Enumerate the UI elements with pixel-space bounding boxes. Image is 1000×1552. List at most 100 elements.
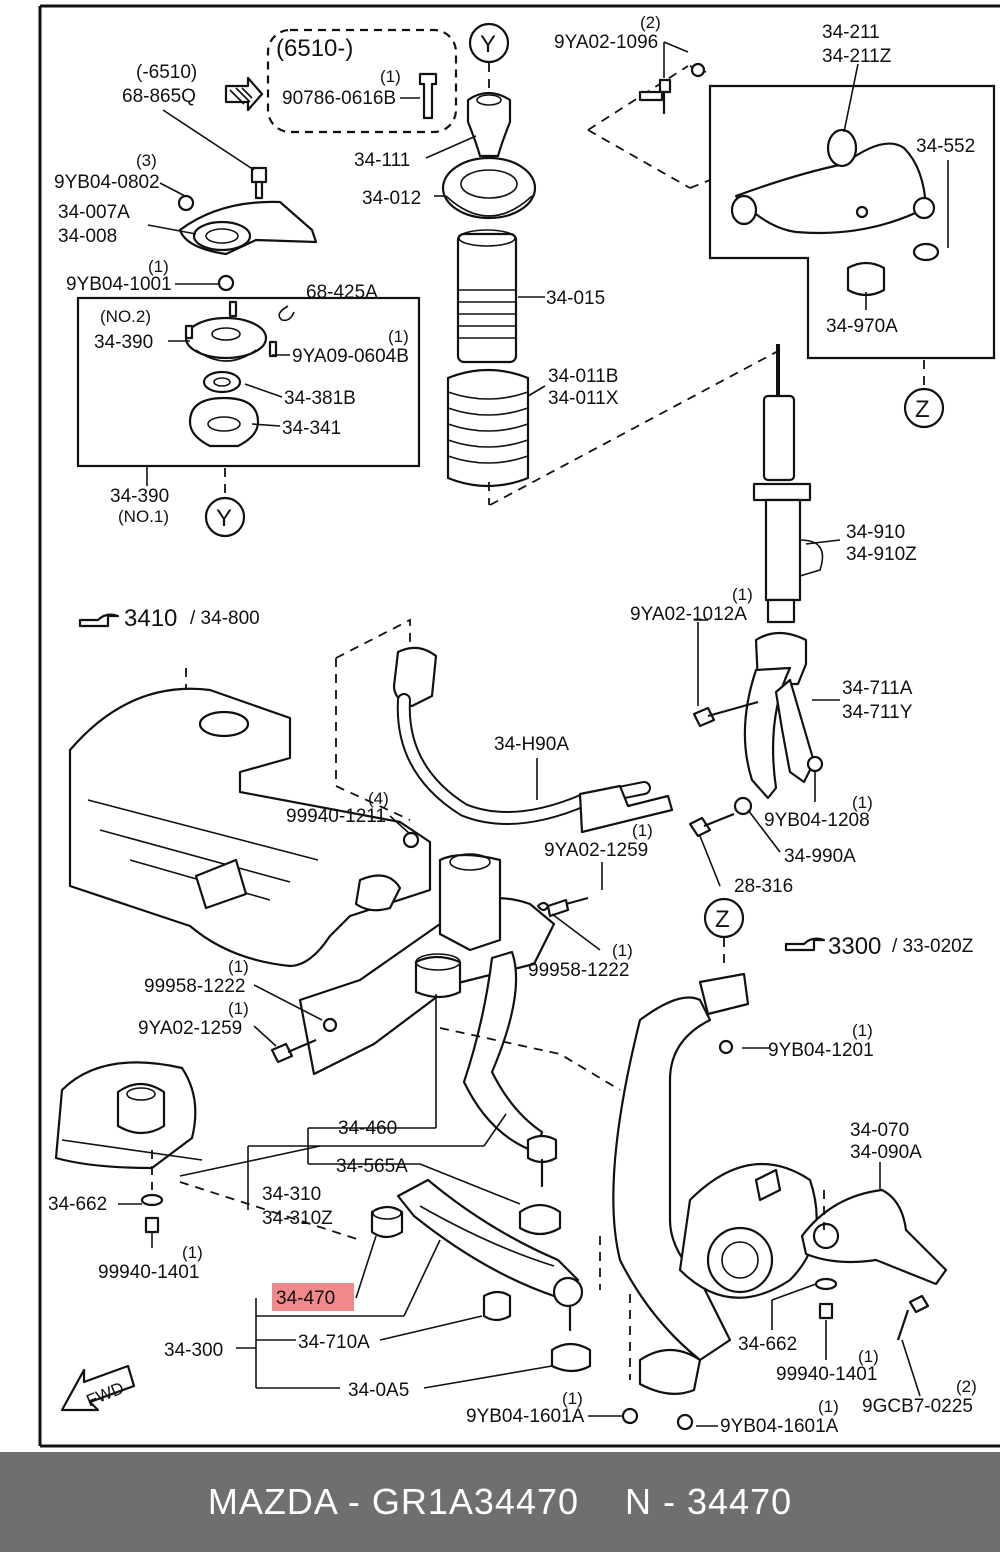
qty-99958-1222-b: (1) [612, 941, 633, 960]
fwd-arrow-icon [60, 1364, 136, 1412]
highlight-34470 [272, 1283, 354, 1311]
qty-9ya02-1096: (2) [640, 13, 661, 32]
label-68-425a: 68-425A [306, 282, 378, 303]
group-box-34390 [76, 296, 421, 468]
footer-short-number: N - 34470 [625, 1481, 793, 1522]
boot-34015 [456, 232, 518, 364]
label-34-970a: 34-970A [826, 316, 898, 337]
label-99940-1401-b: 99940-1401 [776, 1364, 877, 1385]
qty-99958-1222-a: (1) [228, 957, 249, 976]
label-9yb04-1201: 9YB04-1201 [768, 1040, 874, 1061]
label-9ya02-1096: 9YA02-1096 [554, 32, 658, 53]
boot-565a [518, 1203, 562, 1236]
nut-1601a [621, 1407, 639, 1425]
label-9ya02-1012a: 9YA02-1012A [630, 604, 747, 625]
boot-34552 [912, 242, 940, 262]
label-34-011x: 34-011X [548, 388, 619, 409]
label-34-990a: 34-990A [784, 846, 856, 867]
strut-mount-group [76, 28, 458, 538]
qty-9yb04-0802: (3) [136, 151, 157, 170]
qty-99940-1211: (4) [368, 789, 389, 808]
washer-662b [814, 1277, 838, 1291]
part-labels: (-6510) 68-865Q (6510-) (1) 90786-0616B … [48, 13, 977, 1437]
stab-bracket [578, 784, 674, 834]
bushing-34470 [370, 1205, 404, 1239]
qty-99940-1401-b: (1) [858, 1347, 879, 1366]
label-28-316: 28-316 [734, 876, 793, 897]
group-box-34211 [708, 84, 996, 360]
bolt-1096b [638, 90, 664, 102]
ref-circle-y-top [468, 22, 510, 64]
label-99958-1222-a: 99958-1222 [144, 976, 245, 997]
nut-1208 [806, 755, 824, 773]
ref-circle-z-top [903, 387, 945, 429]
dashed-callout-6510 [266, 28, 458, 134]
knuckle-group [599, 897, 948, 1431]
qty-99940-1401-a: (1) [182, 1243, 203, 1262]
footer-bar: MAZDA - GR1A34470 N - 34470 [0, 1452, 1000, 1552]
label-34-008: 34-008 [58, 226, 117, 247]
ref-circle-z-bottom [703, 897, 745, 939]
label-34-211: 34-211 [822, 22, 880, 43]
shock-34910 [762, 394, 796, 482]
nut-1401a [144, 1216, 160, 1234]
label-34-710a: 34-710A [298, 1332, 370, 1353]
ref-circle-y-bottom [204, 496, 246, 538]
qty-9ya02-1012a: (1) [732, 585, 753, 604]
label-no1: (NO.1) [118, 507, 169, 526]
label-9ya09-0604b: 9YA09-0604B [292, 346, 409, 367]
arm-34300 [396, 1178, 580, 1298]
label-34-011b: 34-011B [548, 366, 618, 387]
qty-9yb04-1201: (1) [852, 1021, 873, 1040]
arm-34211 [734, 142, 928, 235]
shock-body [764, 498, 802, 602]
label-34-211z: 34-211Z [822, 46, 892, 67]
qty-9yb04-1601a-b: (1) [818, 1397, 839, 1416]
ref-label-3410: 3410 [124, 605, 177, 632]
label-34-390-no2: 34-390 [94, 332, 153, 353]
spring-column-group [441, 22, 537, 505]
crossmember-34800 [68, 687, 432, 968]
label-90786-0616b: 90786-0616B [282, 88, 396, 109]
label-9yb04-1601a-b: 9YB04-1601A [720, 1416, 839, 1437]
arrow-icon [224, 76, 264, 112]
ref-letter-y-bottom: Y [216, 505, 232, 532]
label-68-865q: 68-865Q [122, 86, 196, 107]
lower-arm-group [140, 901, 639, 1425]
label-34-h90a: 34-H90A [494, 734, 569, 755]
subframe-group [54, 668, 556, 1177]
seat-34341 [188, 396, 260, 448]
label-34-007a: 34-007A [58, 202, 130, 223]
stabilizer-group [335, 618, 674, 918]
nut-1601b [676, 1413, 694, 1431]
label-9yb04-1001: 9YB04-1001 [66, 274, 172, 295]
label-34-565a: 34-565A [336, 1156, 408, 1177]
ref-letter-z-bottom: Z [715, 906, 730, 933]
label-34-662-b: 34-662 [738, 1334, 797, 1355]
label-34-111: 34-111 [354, 150, 410, 171]
stab-link [392, 646, 438, 708]
label-9gcb7-0225: 9GCB7-0225 [862, 1396, 973, 1417]
label-34-341: 34-341 [282, 418, 341, 439]
ref-label-3300: 3300 [828, 933, 881, 960]
label-34-015: 34-015 [546, 288, 605, 309]
nut-1211 [402, 831, 420, 849]
pointing-hand-icon [78, 613, 120, 628]
washer-34381b [202, 370, 242, 394]
bushing-34970a [846, 261, 886, 297]
bolt-1259b [270, 1038, 317, 1064]
ref-label-34-800: / 34-800 [190, 608, 260, 629]
washer-662a [140, 1193, 164, 1207]
label-34-711a: 34-711A [842, 678, 913, 699]
label-9yb04-1601a-a: 9YB04-1601A [466, 1406, 585, 1427]
bushing-34460 [414, 955, 462, 999]
leader-lines [118, 41, 949, 1427]
label-34-310: 34-310 [262, 1184, 321, 1205]
bolt-1012 [692, 700, 759, 728]
knuckle-top [698, 972, 750, 1016]
qty-9ya02-1259-a: (1) [632, 821, 653, 840]
bolt-90786 [418, 72, 438, 120]
pointing-hand-icon-2 [784, 937, 826, 952]
shock-group [489, 344, 824, 838]
bracket-34090a [800, 1188, 948, 1286]
